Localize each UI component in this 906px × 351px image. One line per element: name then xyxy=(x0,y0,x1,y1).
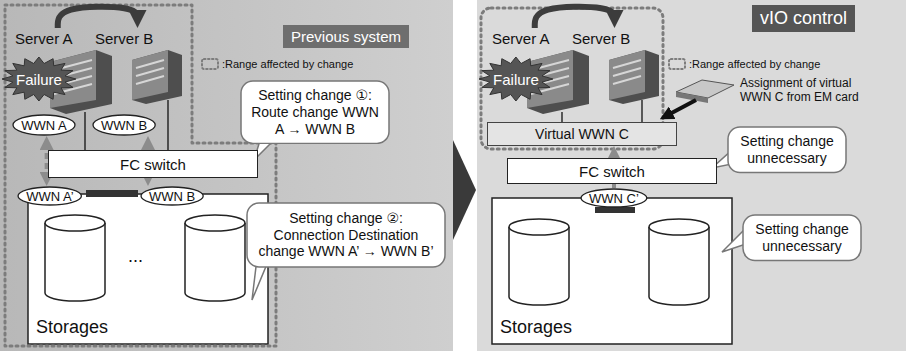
ellipsis-mark: ... xyxy=(128,246,143,268)
server-blade: Server B xyxy=(572,30,657,100)
connection-line xyxy=(167,100,168,150)
node-text: Storages xyxy=(36,317,108,338)
failover-arrow xyxy=(58,7,138,28)
bubble-shape xyxy=(743,215,861,261)
range-outline xyxy=(5,5,276,346)
callout-bubble: Setting change unnecessary xyxy=(742,214,862,262)
node-text: Failure xyxy=(16,71,62,88)
callout-bubble: Setting change ②: Connection Destination… xyxy=(246,202,446,268)
node-text: Setting change unnecessary xyxy=(750,221,854,255)
burst-shape xyxy=(479,57,553,101)
legend-text: :Range affected by change xyxy=(689,58,820,70)
legend-entry: :Range affected by change xyxy=(200,57,353,71)
disk-cylinder xyxy=(45,215,105,301)
legend-swatch xyxy=(667,57,687,71)
switch-box: FC switch xyxy=(48,150,258,178)
wwn-ellipse: WWN A’ xyxy=(17,186,82,206)
legend-entry: :Range affected by change xyxy=(667,57,820,71)
connection-line xyxy=(84,112,85,150)
panel-ground xyxy=(477,0,906,351)
virtual-wwn-box: Virtual WWN C xyxy=(487,122,677,146)
transition-arrow xyxy=(453,140,476,240)
system-panel: Previous systemServer AServer BFailureWW… xyxy=(0,0,453,351)
server-illustration xyxy=(527,50,659,114)
node-text: Virtual WWN C xyxy=(535,126,629,142)
connection-line xyxy=(561,112,562,122)
connection-line xyxy=(641,100,642,122)
failure-burst: Failure xyxy=(478,56,554,102)
port-block xyxy=(595,207,635,213)
disk-cylinder xyxy=(509,219,569,305)
node-text: WWN C’ xyxy=(589,191,639,206)
burst-shape xyxy=(2,57,76,101)
wwn-ellipse: WWN B xyxy=(140,186,204,206)
failover-arrow xyxy=(535,7,615,28)
failure-burst: Failure xyxy=(1,56,77,102)
switch-box: FC switch xyxy=(507,158,717,184)
ellipse-shape xyxy=(581,189,647,207)
callout-bubble: Setting change unnecessary xyxy=(727,126,847,174)
ellipse-shape xyxy=(18,187,81,205)
wwn-ellipse: WWN C’ xyxy=(580,188,648,208)
node-text: WWN A xyxy=(21,118,67,133)
server-illustration xyxy=(50,50,182,114)
ellipse-shape xyxy=(141,187,203,205)
node-text: WWN B xyxy=(149,189,195,204)
node-text: Failure xyxy=(493,71,539,88)
node-text: Server B xyxy=(95,30,180,47)
node-text: FC switch xyxy=(120,156,186,173)
legend-text: :Range affected by change xyxy=(222,58,353,70)
node-text: Server B xyxy=(572,30,657,47)
storage-box xyxy=(28,194,268,344)
node-text: WWN B xyxy=(101,118,147,133)
note-text: Assignment of virtual WWN C from EM card xyxy=(740,76,870,105)
node-text: Storages xyxy=(500,317,572,338)
node-text: FC switch xyxy=(579,163,645,180)
storage-unit: Storages xyxy=(492,198,732,344)
legend-swatch xyxy=(200,57,220,71)
node-text: Setting change unnecessary xyxy=(735,133,839,167)
panel-heading: Previous system xyxy=(283,25,409,48)
panel-heading: vIO control xyxy=(752,5,855,32)
disk-cylinder xyxy=(185,215,245,301)
storage-box xyxy=(492,198,732,344)
bubble-shape xyxy=(728,127,846,173)
callout-bubble: Setting change ①: Route change WWN A → W… xyxy=(240,80,390,144)
node-text: Setting change ①: Route change WWN A → W… xyxy=(248,87,382,137)
wwn-ellipse: WWN A xyxy=(12,114,76,136)
port-block xyxy=(86,190,138,197)
node-text: WWN A’ xyxy=(26,189,73,204)
ellipse-shape xyxy=(13,115,75,135)
server-blade: Server B xyxy=(95,30,180,100)
bubble-shape xyxy=(247,203,445,267)
storage-unit: Storages xyxy=(28,194,268,344)
assignment-arrow xyxy=(666,100,696,116)
node-text: Setting change ②: Connection Destination… xyxy=(254,210,438,260)
system-panel: vIO controlServer AServer BFailureVirtua… xyxy=(477,0,906,351)
disk-cylinder xyxy=(649,219,709,305)
panel-ground xyxy=(0,0,453,351)
ellipse-shape xyxy=(93,115,155,135)
wwn-ellipse: WWN B xyxy=(92,114,156,136)
bubble-shape xyxy=(241,81,389,143)
